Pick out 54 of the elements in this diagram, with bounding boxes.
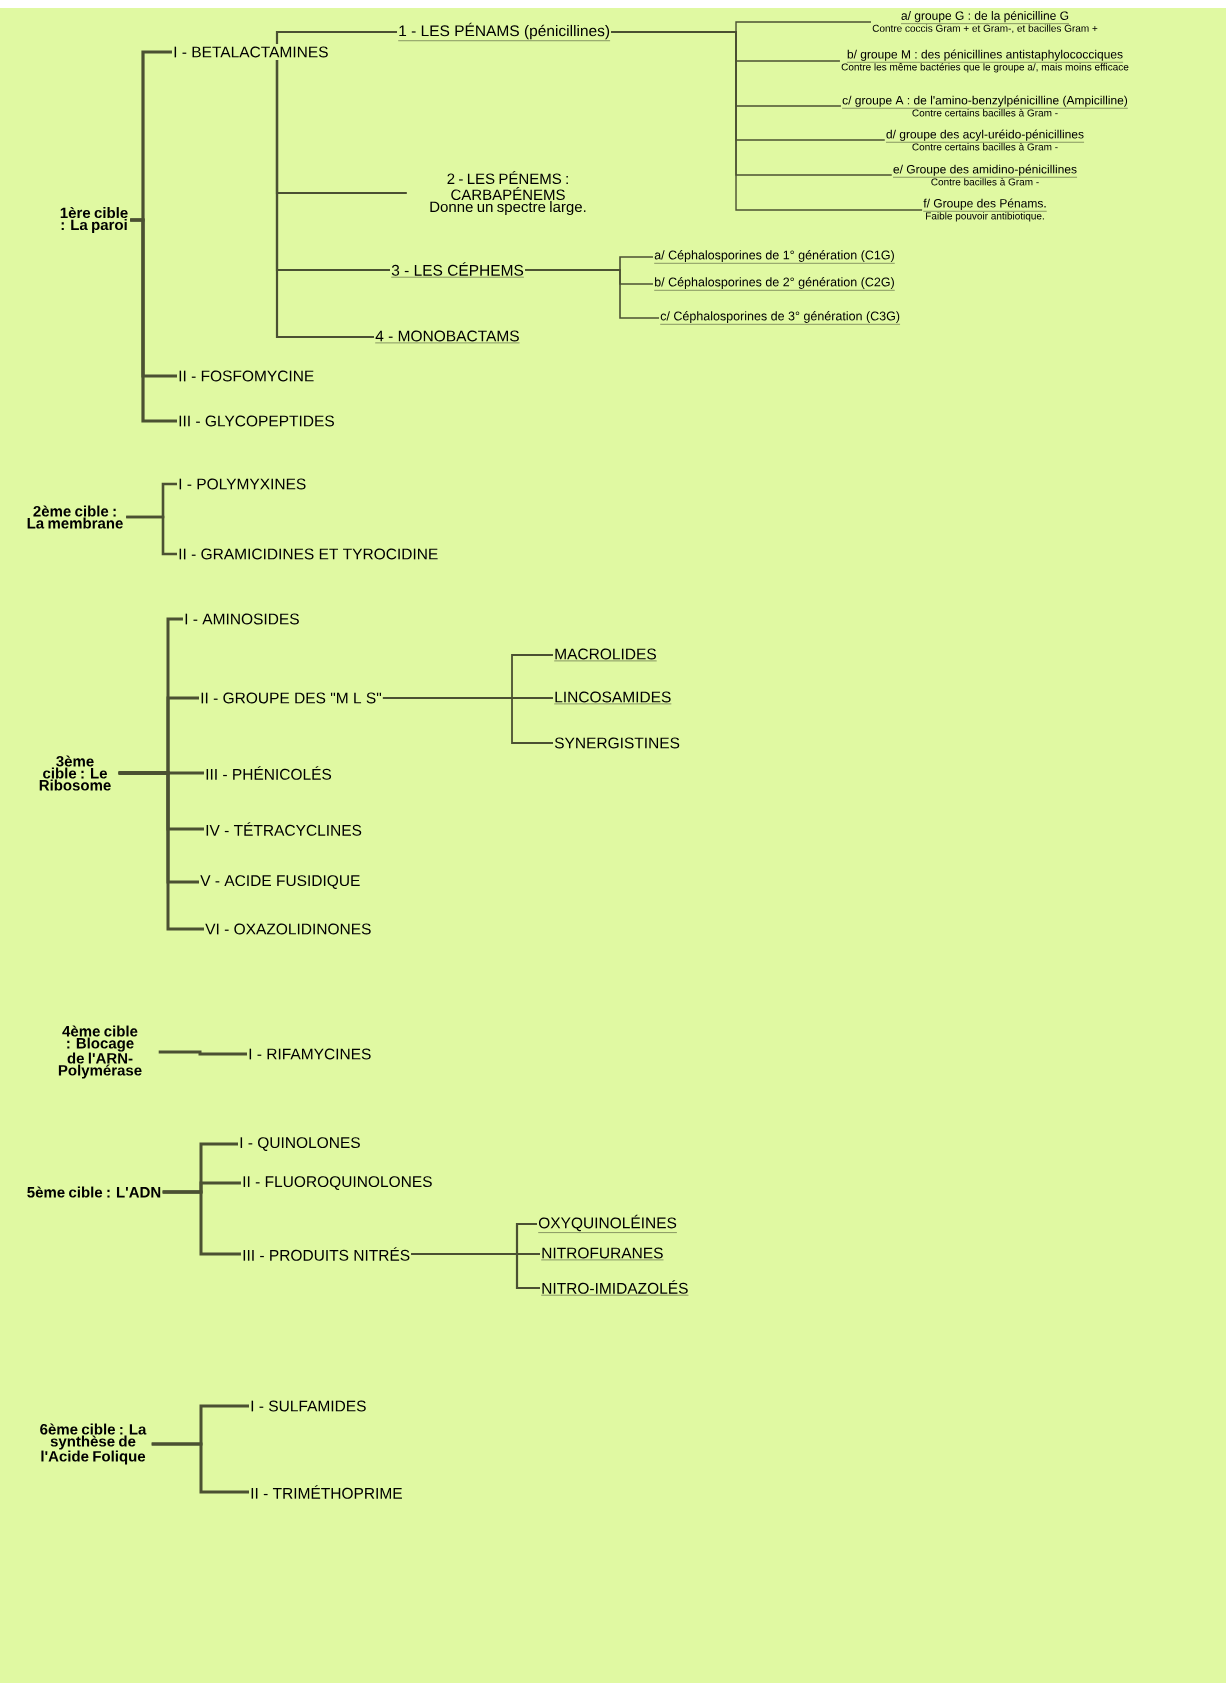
connector-line	[411, 1252, 540, 1290]
connector-line	[151, 1442, 249, 1494]
class-label: I - AMINOSIDES	[185, 613, 299, 625]
subgroup-label: b/ groupe M : des pénicillines antistaphylococciques Contre les même bactéries que le groupe a/, mais moins efficace	[841, 49, 1129, 73]
subgroup-label: a/ groupe G : de la pénicilline G Contre coccis Gram + et Gram-, et bacilles Gram +	[872, 10, 1098, 34]
class-label: II - TRIMÉTHOPRIME	[251, 1485, 402, 1499]
connector-line	[524, 269, 660, 319]
connector-line	[158, 1050, 247, 1056]
target-label: 6ème cible : La synthèse de l'Acide Folique	[40, 1423, 147, 1465]
class-label: III - PHÉNICOLÉS	[206, 766, 332, 780]
class-label: LINCOSAMIDES	[554, 691, 672, 705]
connector-line	[130, 218, 177, 423]
class-label: I - QUINOLONES	[240, 1137, 360, 1151]
class-label: II - FOSFOMYCINE	[179, 370, 314, 382]
class-label: OXYQUINOLÉINES	[538, 1214, 678, 1233]
class-label: NITRO-IMIDAZOLÉS	[541, 1280, 689, 1296]
class-label: 2 - LES PÉNEMS : CARBAPÉNEMS Donne un spectre large.	[430, 170, 586, 216]
target-label: 5ème cible : L'ADN	[27, 1186, 161, 1198]
class-label: I - RIFAMYCINES	[249, 1048, 371, 1060]
class-label: 3 - LES CÉPHEMS	[391, 262, 525, 278]
class-label: V - ACIDE FUSIDIQUE	[200, 875, 360, 889]
class-label: II - GRAMICIDINES ET TYROCIDINE	[179, 548, 438, 560]
class-label: I - BETALACTAMINES	[174, 46, 328, 58]
subgroup-label: e/ Groupe des amidino-pénicillines Contre bacilles à Gram -	[892, 164, 1078, 186]
connector-line	[126, 515, 177, 556]
class-label: b/ Céphalosporines de 2° génération (C2G)	[654, 277, 895, 291]
connector-line	[610, 31, 923, 211]
class-label: 4 - MONOBACTAMS	[375, 330, 520, 344]
class-label: I - POLYMYXINES	[179, 478, 306, 490]
class-label: II - GROUPE DES "M L S"	[201, 692, 382, 704]
connector-line	[118, 771, 204, 931]
connector-line	[275, 30, 397, 44]
subgroup-label: f/ Groupe des Pénams. Faible pouvoir antibiotique.	[923, 198, 1047, 222]
class-label: NITROFURANES	[541, 1247, 664, 1261]
connector-line	[162, 1190, 241, 1256]
connector-line	[275, 60, 374, 339]
target-label: 3ème cible : Le Ribosome	[39, 755, 111, 791]
class-label: c/ Céphalosporines de 3° génération (C3G)	[660, 311, 901, 325]
target-label: 2ème cible : La membrane	[27, 505, 123, 529]
class-label: SYNERGISTINES	[554, 737, 680, 749]
class-label: MACROLIDES	[554, 648, 657, 662]
connector-line	[382, 697, 554, 744]
subgroup-label: c/ groupe A : de l'amino-benzylpénicilline (Ampicilline) Contre certains bacilles à Gram -	[841, 95, 1129, 117]
target-label: 1ère cible : La paroi	[60, 206, 128, 234]
class-label: II - FLUOROQUINOLONES	[243, 1176, 432, 1190]
subgroup-label: d/ groupe des acyl-uréido-pénicillines Contre certains bacilles à Gram -	[885, 129, 1085, 151]
class-label: I - SULFAMIDES	[251, 1400, 366, 1412]
class-label: a/ Céphalosporines de 1° génération (C1G)	[654, 250, 895, 264]
class-label: III - PRODUITS NITRÉS	[243, 1247, 410, 1261]
target-label: 4ème cible : Blocage de l'ARN-Polymérase	[58, 1025, 142, 1079]
class-label: 1 - LES PÉNAMS (pénicillines)	[398, 22, 611, 41]
class-label: III - GLYCOPEPTIDES	[179, 415, 334, 427]
class-label: VI - OXAZOLIDINONES	[205, 923, 371, 935]
class-label: IV - TÉTRACYCLINES	[206, 822, 362, 836]
